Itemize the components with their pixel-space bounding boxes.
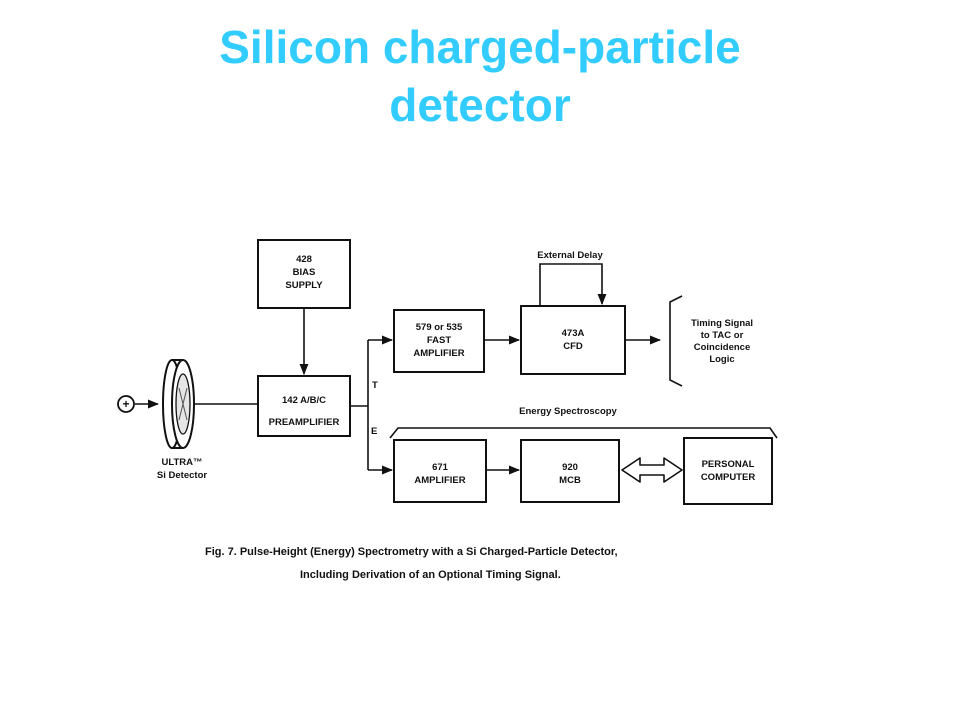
cfd-label-2: CFD xyxy=(563,341,583,352)
timing-signal-line-2: to TAC or xyxy=(701,330,744,341)
si-detector-icon xyxy=(162,359,195,449)
fast-amplifier-label-3: AMPLIFIER xyxy=(413,348,464,359)
preamplifier-box xyxy=(257,375,351,437)
mcb-label-2: MCB xyxy=(559,475,581,486)
mcb-box xyxy=(520,439,620,503)
caption-line-2: Including Derivation of an Optional Timi… xyxy=(300,569,561,581)
preamplifier-label-2: PREAMPLIFIER xyxy=(269,417,340,428)
fast-amplifier-label-1: 579 or 535 xyxy=(416,322,463,333)
bias-supply-label-1: 428 xyxy=(296,254,312,265)
source-symbol: + xyxy=(117,395,135,413)
cfd-box xyxy=(520,305,626,375)
fast-amplifier-label-2: FAST xyxy=(427,335,451,346)
source-plus-label: + xyxy=(122,397,129,411)
amplifier-label-1: 671 xyxy=(432,462,449,473)
slide-title-line-2: detector xyxy=(389,79,571,131)
slide-title-line-1: Silicon charged-particle xyxy=(219,21,741,73)
computer-label-1: PERSONAL xyxy=(702,459,755,470)
timing-bracket xyxy=(669,295,683,387)
external-delay-loop xyxy=(539,263,607,306)
amplifier-label-2: AMPLIFIER xyxy=(414,475,465,486)
cfd-label-1: 473A xyxy=(562,328,585,339)
bias-supply-box xyxy=(257,239,351,309)
timing-signal-line-3: Coincidence xyxy=(694,342,751,353)
branch-e-label: E xyxy=(371,426,377,437)
fast-amplifier-box xyxy=(393,309,485,373)
detector-label-line-2: Si Detector xyxy=(157,470,207,481)
preamplifier-label-1: 142 A/B/C xyxy=(282,395,326,406)
bias-supply-label-2: BIAS xyxy=(293,267,316,278)
bidirectional-link-icon xyxy=(621,457,683,483)
personal-computer-box xyxy=(683,437,773,505)
timing-signal-line-4: Logic xyxy=(709,354,734,365)
bias-supply-label-3: SUPPLY xyxy=(285,280,323,291)
branch-t-label: T xyxy=(372,380,378,391)
amplifier-box xyxy=(393,439,487,503)
caption-line-1: Fig. 7. Pulse-Height (Energy) Spectromet… xyxy=(205,546,618,558)
detector-label-line-1: ULTRA™ xyxy=(162,457,203,468)
timing-signal-line-1: Timing Signal xyxy=(691,318,753,329)
computer-label-2: COMPUTER xyxy=(701,472,756,483)
external-delay-label: External Delay xyxy=(537,250,603,261)
energy-spectroscopy-bracket xyxy=(389,427,778,439)
mcb-label-1: 920 xyxy=(562,462,578,473)
energy-spectroscopy-label: Energy Spectroscopy xyxy=(519,406,617,417)
slide-title: Silicon charged-particle detector xyxy=(0,18,960,134)
